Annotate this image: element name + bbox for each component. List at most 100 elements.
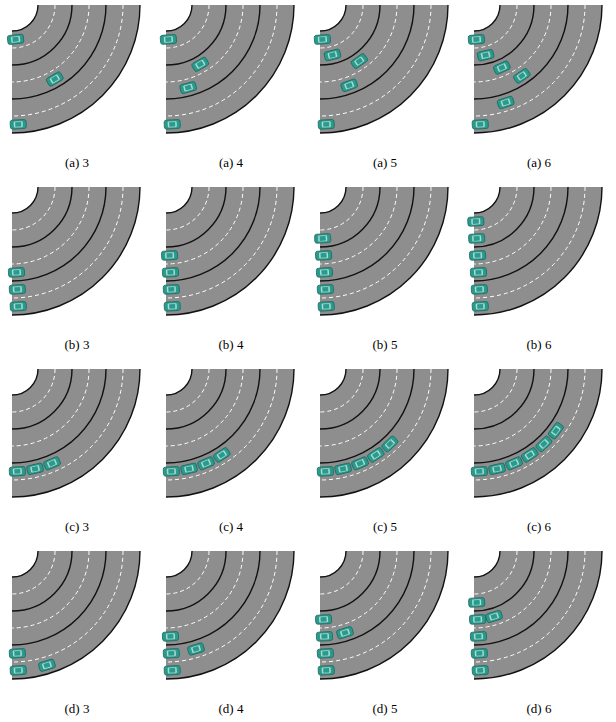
lane-divider (166, 5, 243, 82)
road-edge-line (166, 5, 260, 99)
car-icon (9, 466, 25, 476)
road-edge-line (12, 369, 140, 497)
car-roof (14, 287, 20, 292)
car-icon (315, 250, 331, 260)
car-roof (218, 451, 226, 458)
car-icon (10, 301, 26, 311)
car-roof (322, 651, 328, 656)
curved-road (7, 5, 140, 133)
car-roof (322, 469, 328, 474)
curved-road (471, 369, 602, 497)
car-icon (10, 665, 26, 675)
road-edge-line (12, 187, 38, 213)
road-edge-line (166, 187, 294, 315)
car-icon (513, 68, 531, 84)
car-roof (526, 451, 534, 458)
car-icon (468, 234, 484, 244)
road-edge-line (12, 187, 72, 247)
car-window (524, 450, 535, 460)
car-roof (320, 617, 326, 622)
car-roof (476, 469, 482, 474)
lane-divider (474, 551, 585, 662)
car-roof (476, 651, 482, 656)
car-icon (505, 456, 523, 471)
car-body (317, 284, 333, 294)
car-body (334, 463, 352, 475)
car-icon (7, 34, 24, 45)
car-body (10, 665, 26, 675)
car-icon (9, 284, 25, 294)
car-icon (317, 648, 333, 658)
car-body (477, 49, 495, 61)
road-edge-line (474, 187, 500, 213)
car-icon (315, 614, 331, 624)
lane-divider (12, 551, 89, 628)
car-icon (468, 34, 485, 44)
road-edge-line (166, 551, 192, 577)
car-body (468, 598, 484, 608)
road-edge-line (166, 551, 294, 679)
car-icon (314, 34, 331, 44)
car-icon (318, 665, 334, 675)
car-window (370, 450, 381, 460)
car-roof (186, 466, 193, 472)
car-icon (493, 60, 511, 75)
car-window (327, 51, 337, 59)
car-roof (498, 64, 505, 71)
road-edge-line (474, 369, 500, 395)
car-window (355, 459, 366, 468)
car-icon (43, 456, 61, 471)
car-body (162, 631, 178, 641)
car-roof (319, 37, 325, 42)
car-body (180, 463, 198, 475)
panel-caption: (b) 6 (494, 337, 584, 353)
road-edge-line (12, 551, 140, 679)
road-edge-line (474, 369, 534, 429)
road-surface (320, 369, 448, 497)
car-roof (323, 122, 329, 127)
car-window (164, 36, 173, 43)
car-body (316, 631, 332, 641)
car-body (316, 267, 332, 277)
car-body (162, 267, 178, 277)
car-body (469, 614, 485, 624)
lane-divider (320, 369, 397, 446)
road-edge-line (12, 369, 72, 429)
road-surface (12, 551, 140, 679)
car-window (476, 303, 485, 309)
curved-road (314, 5, 448, 133)
car-roof (169, 668, 175, 673)
car-window (42, 661, 52, 669)
car-roof (490, 613, 497, 619)
car-window (319, 616, 328, 622)
road-surface (166, 551, 294, 679)
lane-divider (474, 5, 551, 82)
car-body (9, 648, 25, 658)
car-roof (15, 304, 21, 309)
car-body (317, 648, 333, 658)
panel-caption: (c) 3 (32, 519, 122, 535)
car-window (474, 269, 483, 275)
lane-divider (474, 369, 551, 446)
road-edge-line (12, 187, 140, 315)
car-body (318, 119, 334, 129)
car-body (163, 466, 179, 476)
car-window (500, 98, 510, 106)
car-body (547, 422, 564, 440)
car-body (381, 435, 399, 452)
lane-divider (166, 369, 243, 446)
car-roof (167, 634, 173, 639)
car-window (47, 459, 58, 468)
car-window (340, 629, 350, 637)
road-edge-line (166, 551, 226, 611)
car-body (340, 78, 358, 92)
road-surface (474, 551, 602, 679)
car-roof (474, 617, 480, 622)
car-window (474, 633, 483, 639)
road-edge-line (474, 369, 568, 463)
road-edge-line (320, 369, 448, 497)
car-icon (316, 631, 332, 641)
road-edge-line (166, 369, 226, 429)
car-roof (476, 287, 482, 292)
car-body (336, 626, 354, 639)
